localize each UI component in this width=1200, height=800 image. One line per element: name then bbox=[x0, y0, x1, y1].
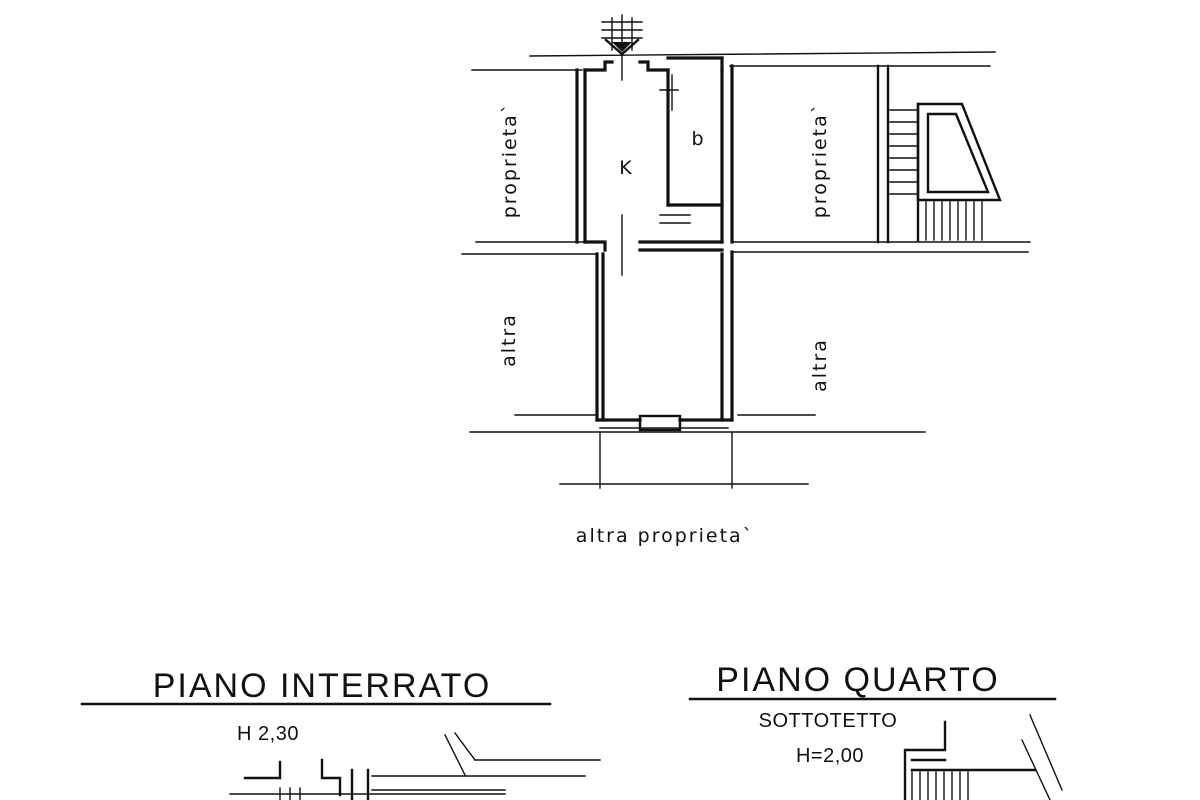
label-room-b: b bbox=[691, 128, 704, 150]
upper-floor-plan: proprieta` proprieta` K b altra altra al… bbox=[461, 14, 1031, 547]
fourth-floor-title: PIANO QUARTO bbox=[716, 661, 999, 699]
label-lower-left: altra bbox=[498, 313, 520, 367]
label-bottom-property: altra proprieta` bbox=[576, 525, 754, 547]
basement-section: PIANO INTERRATO H 2,30 bbox=[80, 667, 601, 800]
fourth-floor-section: PIANO QUARTO SOTTOTETTO H=2,00 bbox=[688, 661, 1063, 800]
label-top-left-property: proprieta` bbox=[499, 102, 521, 219]
label-top-right-property: proprieta` bbox=[809, 102, 831, 219]
balcony-railing bbox=[925, 199, 983, 241]
basement-height: H 2,30 bbox=[237, 723, 299, 745]
entrance-symbol bbox=[601, 14, 643, 56]
stair-hatching bbox=[889, 109, 919, 195]
basement-title: PIANO INTERRATO bbox=[153, 667, 492, 705]
fourth-floor-height: H=2,00 bbox=[796, 745, 864, 767]
fourth-floor-subtitle: SOTTOTETTO bbox=[759, 710, 898, 732]
label-room-k: K bbox=[619, 157, 632, 179]
label-lower-right: altra bbox=[809, 338, 831, 392]
